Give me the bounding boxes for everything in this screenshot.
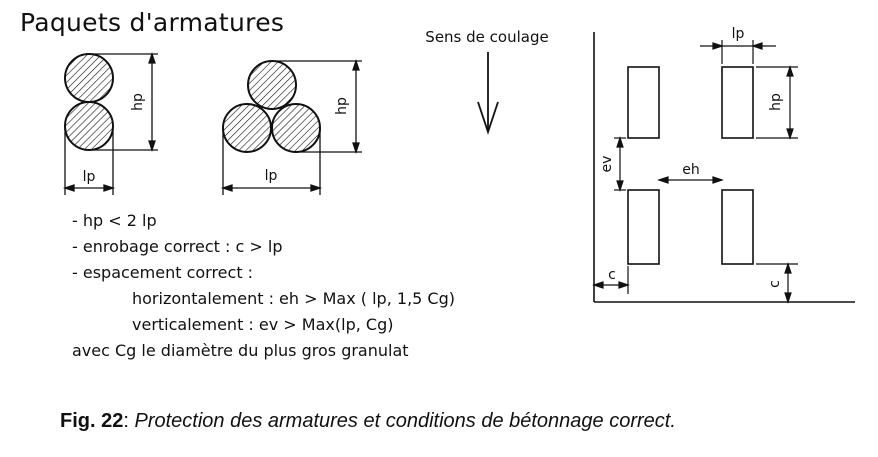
figure-caption: Fig. 22: Protection des armatures et con…	[60, 410, 676, 432]
formwork-dimensions	[592, 40, 798, 304]
three-bar-bundle	[222, 60, 321, 153]
two-bar-dimensions	[62, 51, 158, 195]
three-bar-dimensions	[220, 58, 362, 195]
condition-vertical: verticalement : ev > Max(lp, Cg)	[132, 315, 394, 334]
lp-label-3: lp	[732, 26, 745, 42]
two-bar-bundle	[64, 53, 114, 151]
ev-label: ev	[599, 156, 615, 173]
rebar-bundle-rect	[721, 189, 754, 265]
rebar-bundle-rect	[627, 66, 660, 139]
rebar-circle	[247, 60, 297, 110]
rebar-circle	[222, 103, 272, 153]
rebar-bundle-rect	[721, 66, 754, 139]
hp-label-3: hp	[768, 93, 784, 111]
formwork-section	[593, 32, 855, 303]
rebar-circle	[271, 103, 321, 153]
eh-label: eh	[682, 162, 700, 178]
conditions-list: - hp < 2 lp - enrobage correct : c > lp …	[72, 208, 455, 364]
condition-cover: - enrobage correct : c > lp	[72, 237, 283, 256]
flow-direction-label: Sens de coulage	[425, 28, 548, 46]
condition-hp: - hp < 2 lp	[72, 211, 157, 230]
rebar-circle	[64, 53, 114, 103]
hp-label-2: hp	[334, 97, 350, 115]
rebar-bundle-rect	[627, 189, 660, 265]
figure-title: Paquets d'armatures	[20, 8, 285, 37]
rebar-circle	[64, 101, 114, 151]
lp-label-2: lp	[265, 168, 278, 184]
hp-label-1: hp	[130, 93, 146, 111]
flow-arrow-icon	[477, 52, 499, 135]
condition-spacing: - espacement correct :	[72, 263, 254, 282]
caption-text: Protection des armatures et conditions d…	[134, 410, 676, 432]
caption-label: Fig. 22	[60, 410, 124, 432]
condition-note: avec Cg le diamètre du plus gros granula…	[72, 341, 409, 360]
c-label-left: c	[608, 267, 616, 283]
c-label-bottom: c	[767, 280, 783, 288]
condition-horizontal: horizontalement : eh > Max ( lp, 1,5 Cg)	[132, 289, 455, 308]
lp-label-1: lp	[83, 169, 96, 185]
